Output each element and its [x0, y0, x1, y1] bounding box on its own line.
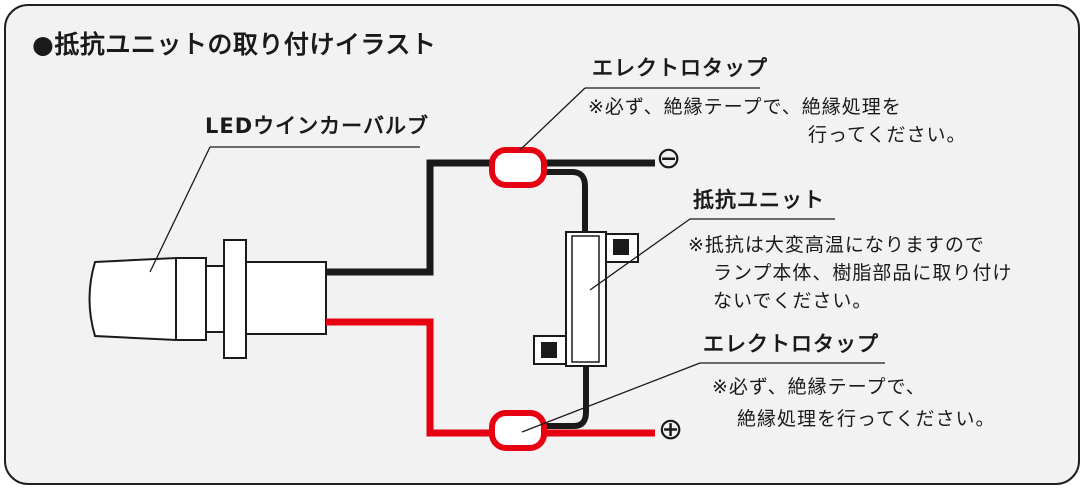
bulb-flange [223, 239, 247, 359]
resistor-mount-bottom-hole [541, 342, 557, 358]
note-electro-tap-bottom-2: 絶縁処理を行ってください。 [737, 408, 996, 430]
note-electro-tap-top-2: 行ってください。 [808, 124, 967, 146]
resistor-lead-bottom [520, 366, 589, 429]
note-electro-tap-bottom-1: ※必ず、絶縁テープで、 [712, 376, 926, 398]
leader-lines [149, 87, 885, 433]
bulb-lens [88, 256, 177, 342]
note-resistor-2: ランプ本体、樹脂部品に取り付け [713, 262, 1013, 284]
leader-bulb [149, 146, 211, 273]
electro-tap-bottom [489, 410, 547, 451]
leader-resistor [589, 218, 691, 291]
plus-terminal-icon: ⊕ [658, 412, 684, 447]
label-electro-tap-top: エレクトロタップ [592, 56, 768, 80]
label-resistor-unit: 抵抗ユニット [693, 188, 825, 212]
resistor-inner [571, 235, 600, 363]
resistor-unit [533, 231, 639, 367]
resistor-mount-top-hole [613, 239, 629, 255]
minus-terminal-icon: ⊖ [656, 141, 682, 176]
leader-tap-bottom [521, 362, 701, 433]
bulb-neck [175, 257, 207, 341]
electro-tap-top [489, 147, 547, 188]
bulb-base [245, 261, 327, 335]
diagram-title: ●抵抗ユニットの取り付けイラスト [32, 30, 437, 59]
note-resistor-1: ※抵抗は大変高温になりますので [688, 234, 985, 256]
bulb-ring [205, 265, 225, 333]
leader-tap-top [519, 87, 586, 151]
resistor-lead-top [520, 169, 588, 232]
note-resistor-3: ないでください。 [713, 290, 873, 312]
note-electro-tap-top-1: ※必ず、絶縁テープで、絶縁処理を [588, 96, 902, 118]
diagram-frame [4, 4, 1080, 485]
label-led-bulb: LEDウインカーバルブ [205, 114, 429, 138]
led-bulb [88, 239, 327, 359]
label-electro-tap-bottom: エレクトロタップ [703, 332, 879, 356]
